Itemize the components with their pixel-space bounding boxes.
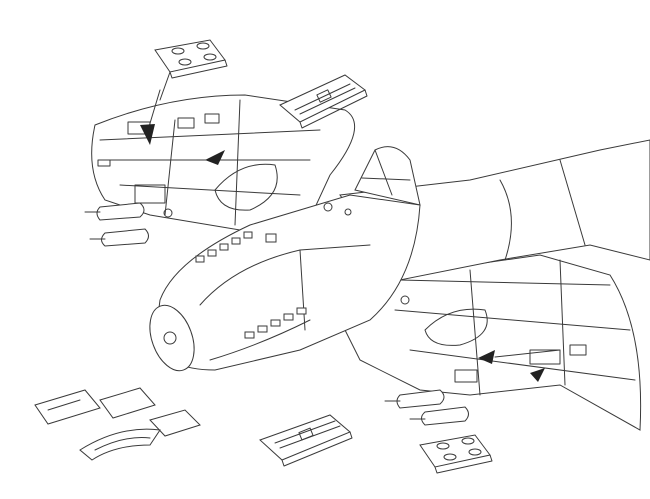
spinner-back bbox=[149, 304, 195, 372]
canopy bbox=[354, 146, 421, 206]
right-cannons bbox=[384, 389, 469, 426]
panel-covers bbox=[34, 387, 201, 461]
wheel-well bbox=[214, 163, 278, 211]
left-wing bbox=[91, 94, 356, 241]
wheel-well-insert-top bbox=[154, 39, 228, 101]
wheel-well-insert-bottom bbox=[419, 434, 493, 474]
rear-fuselage bbox=[339, 139, 650, 281]
exhaust-stacks-upper bbox=[195, 231, 277, 263]
wheel-well bbox=[424, 308, 488, 346]
spinner-hub bbox=[163, 331, 177, 345]
right-wing bbox=[329, 254, 642, 431]
wing-panel bbox=[134, 184, 166, 204]
exhaust-stacks-lower bbox=[244, 307, 307, 339]
arrow-pointer-icons bbox=[140, 89, 561, 382]
gun-bay-insert-bottom bbox=[259, 414, 353, 467]
nose-fuselage bbox=[149, 194, 421, 372]
left-cannons bbox=[84, 202, 149, 247]
gun-bay-insert-top bbox=[279, 74, 368, 129]
